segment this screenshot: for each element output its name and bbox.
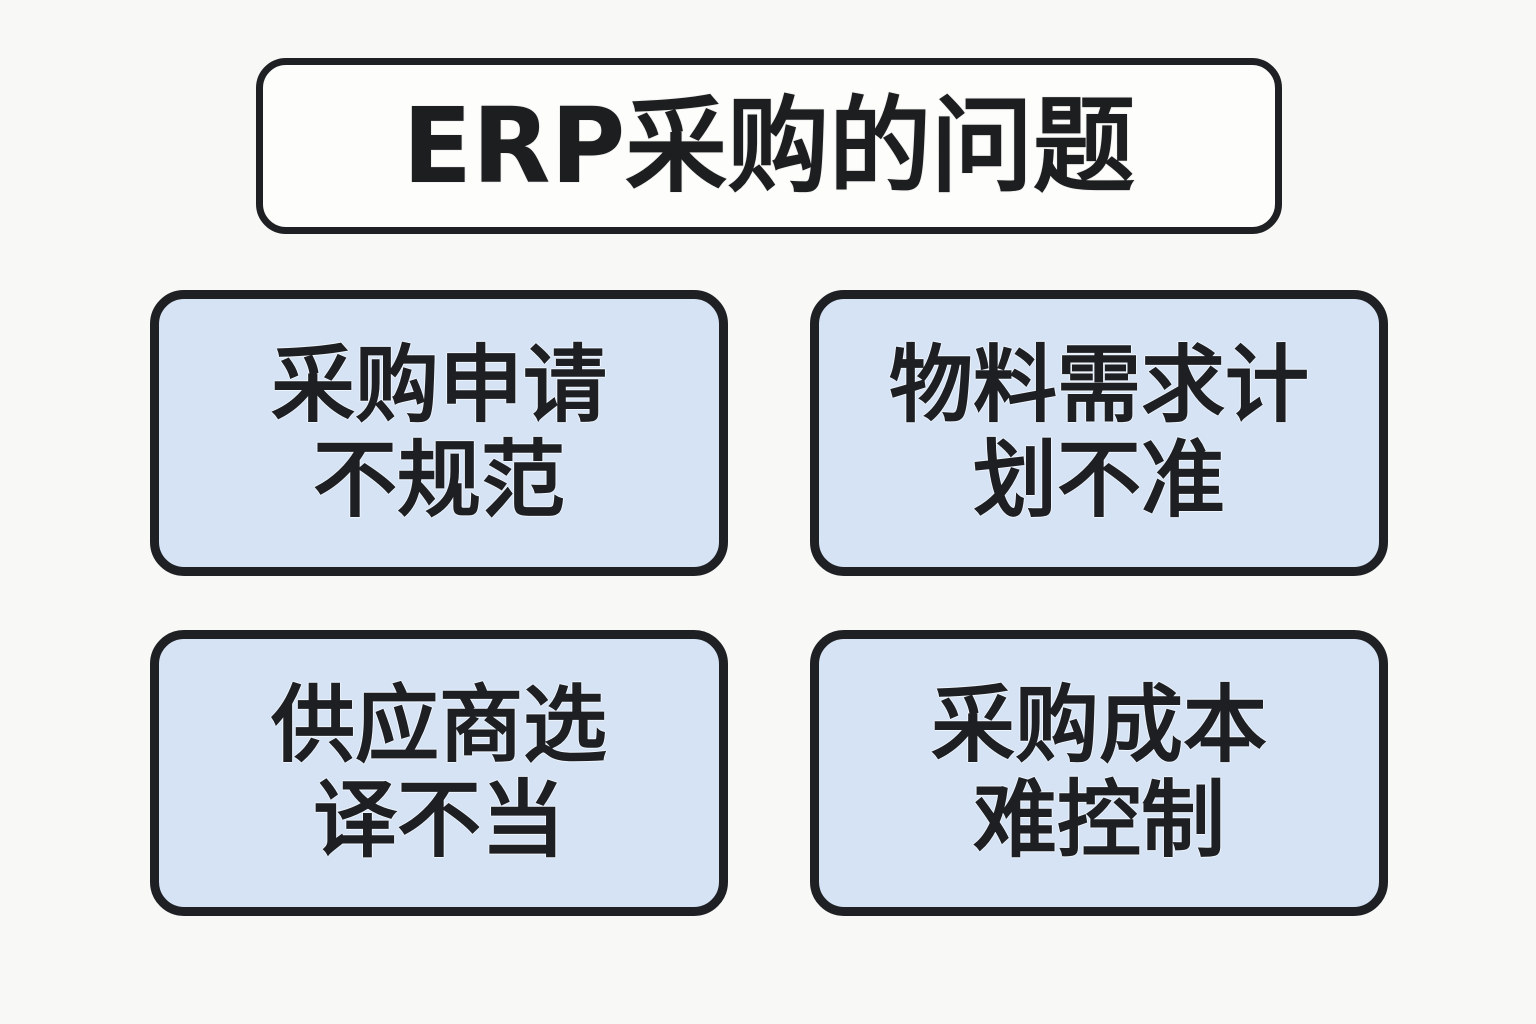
- problem-card-line-2: 划不准: [972, 431, 1225, 529]
- problem-card-line-2: 译不当: [312, 771, 565, 869]
- problem-card-line-1: 采购成本: [930, 676, 1267, 775]
- page-title: ERP采购的问题: [402, 85, 1136, 207]
- problem-card-line-1: 供应商选: [270, 676, 607, 775]
- problem-card-grid: 采购申请 不规范 物料需求计 划不准 供应商选 译不当 采购成本 难控制: [150, 290, 1388, 916]
- problem-card-line-1: 物料需求计: [888, 336, 1309, 435]
- problem-card-material-requirement-plan[interactable]: 物料需求计 划不准: [810, 290, 1388, 576]
- problem-card-line-2: 难控制: [972, 771, 1225, 869]
- problem-card-line-1: 采购申请: [270, 336, 607, 435]
- problem-card-purchase-request[interactable]: 采购申请 不规范: [150, 290, 728, 576]
- problem-card-line-2: 不规范: [312, 431, 565, 529]
- problem-card-supplier-selection[interactable]: 供应商选 译不当: [150, 630, 728, 916]
- problem-card-purchase-cost[interactable]: 采购成本 难控制: [810, 630, 1388, 916]
- title-card: ERP采购的问题: [256, 58, 1282, 234]
